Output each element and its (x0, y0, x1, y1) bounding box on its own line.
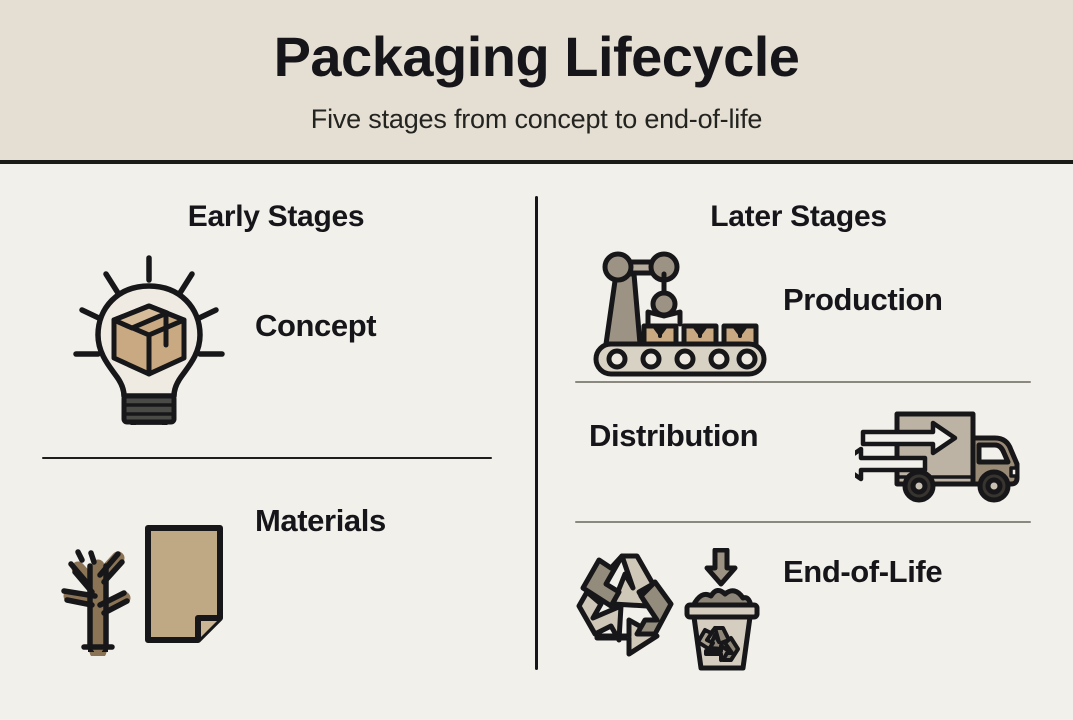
page-subtitle: Five stages from concept to end-of-life (310, 104, 763, 134)
stage-label-concept: Concept (255, 308, 377, 343)
left-column-separator (42, 457, 492, 459)
stage-label-distribution: Distribution (589, 418, 759, 453)
stage-label-end-of-life: End-of-Life (783, 554, 943, 589)
column-divider (535, 196, 538, 670)
right-column-heading: Later Stages (710, 200, 887, 233)
stage-label-production: Production (783, 282, 943, 317)
lightbulb-with-box-icon (62, 250, 237, 440)
tree-and-paper-sheet-icon (48, 506, 248, 661)
page-title: Packaging Lifecycle (273, 25, 800, 88)
right-separator-2 (575, 521, 1031, 523)
recycling-arrows-and-bin-icon (575, 547, 775, 678)
right-separator-1 (575, 381, 1031, 383)
header-banner: Packaging Lifecycle Five stages from con… (0, 0, 1073, 164)
left-column-heading: Early Stages (187, 200, 365, 233)
stage-label-materials: Materials (255, 503, 386, 538)
robotic-arm-conveyor-boxes-icon (590, 248, 770, 383)
delivery-truck-with-arrows-icon (836, 398, 1035, 513)
